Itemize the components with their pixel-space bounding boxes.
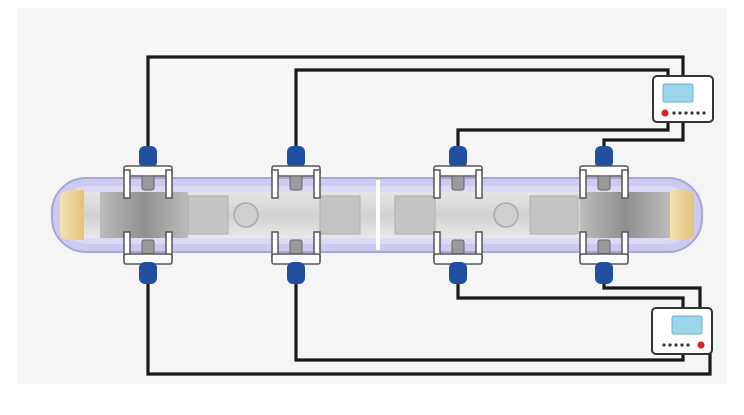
port-left [233,202,259,228]
controller-bottom [651,307,713,355]
clamps [123,146,629,284]
wire-bottom-right-b [602,280,702,310]
end-cap-right [670,190,694,240]
clamp-bottom-1 [123,231,173,284]
controller-bottom-led [697,341,705,349]
clamp-bottom-2 [271,231,321,284]
clamp-top-2 [271,146,321,199]
end-cap-left [60,190,84,240]
clamp-top-1 [123,146,173,199]
wire-top-outer [146,55,685,148]
port-right [493,202,519,228]
controller-top [652,75,714,123]
wire-bottom-outer [146,280,712,376]
controller-bottom-dots [662,343,690,347]
core-section-left [100,192,188,238]
wire-top-right-a [456,120,670,148]
clamp-bottom-4 [579,231,629,284]
wire-top-inner [294,68,670,148]
tube-center-gap [376,180,380,250]
wire-top-right-b [602,120,685,148]
wire-bottom-right-a [456,280,685,310]
controller-top-led [661,109,669,117]
core-section-right [580,192,670,238]
clamp-top-3 [433,146,483,199]
controller-top-dots [672,111,706,115]
wire-bottom-inner [294,280,685,362]
tube-assembly [51,177,703,253]
controller-top-screen [662,83,694,103]
controller-bottom-screen [671,315,703,335]
clamp-bottom-3 [433,231,483,284]
clamp-top-4 [579,146,629,199]
